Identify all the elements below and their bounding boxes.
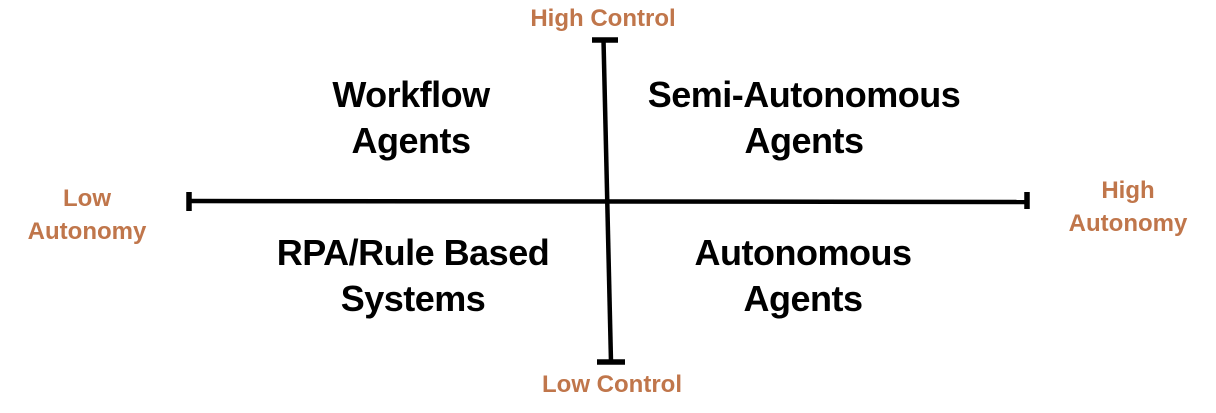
axis-label-high-control: High Control [530,5,676,32]
quadrant-label-autonomous-agents: Autonomous Agents [694,232,912,319]
axis-label-high-autonomy: High Autonomy [1068,177,1188,237]
quadrant-label-workflow-agents: Workflow Agents [332,74,490,161]
axis-label-low-autonomy: Low Autonomy [27,185,147,245]
quadrant-label-semi-autonomous-agents: Semi-Autonomous Agents [647,74,961,161]
quadrant-label-rpa-rule-based-systems: RPA/Rule Based Systems [276,232,550,319]
vertical-axis-line [601,39,614,363]
axis-label-low-control: Low Control [542,371,682,398]
